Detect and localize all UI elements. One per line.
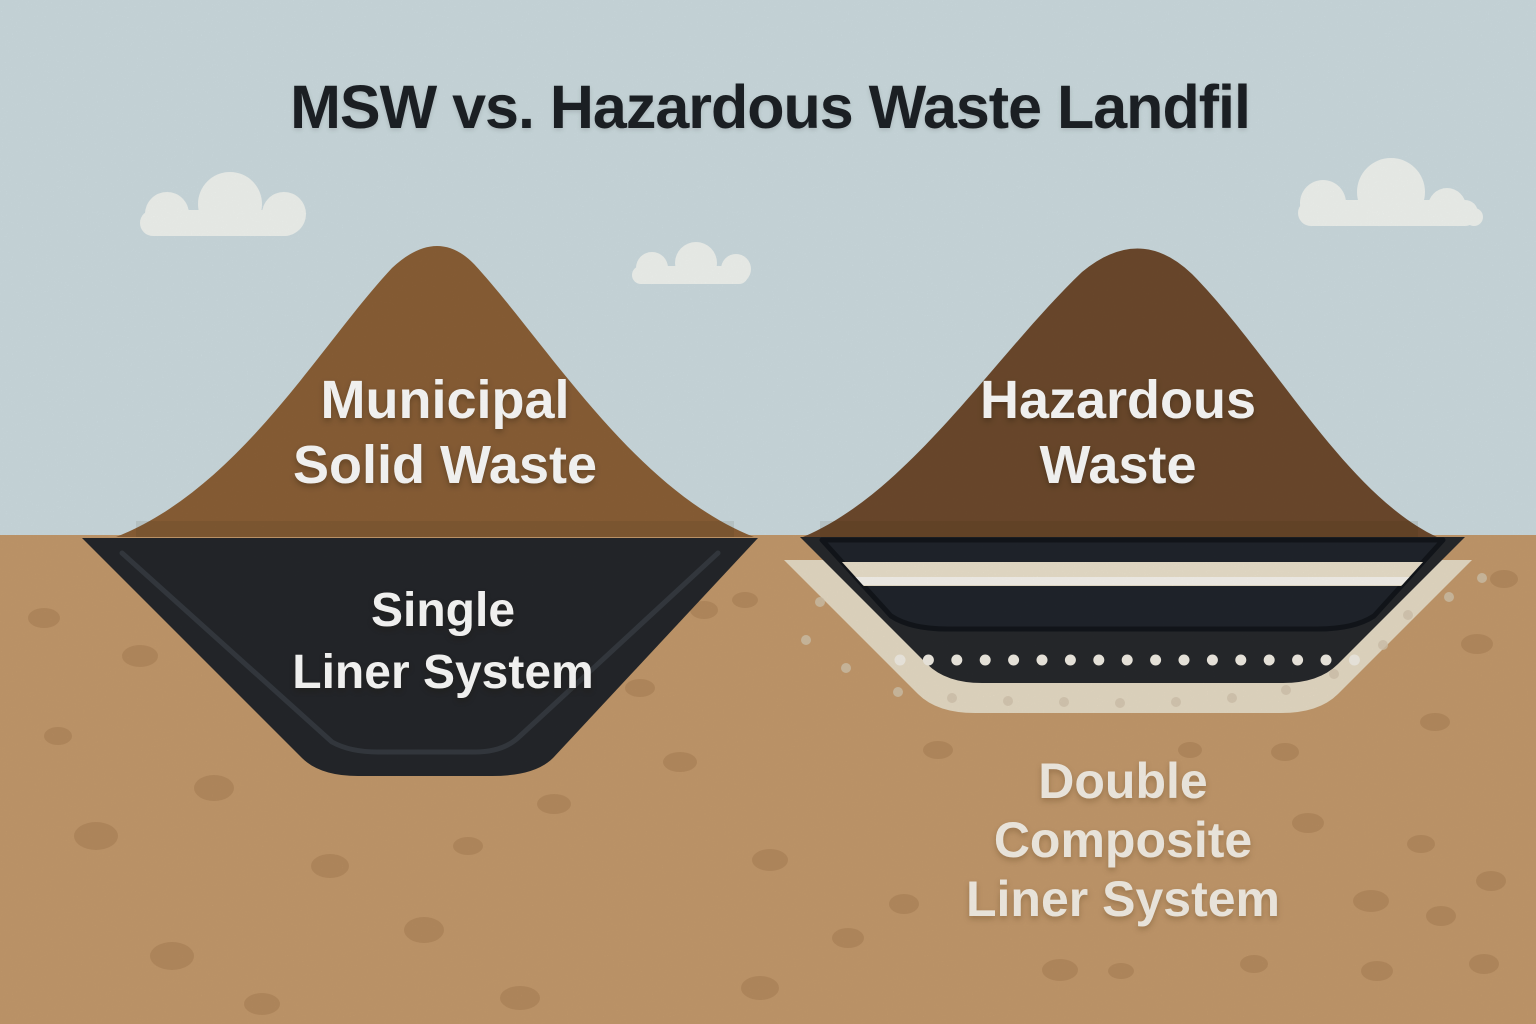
clay-speckle (1281, 685, 1291, 695)
clay-speckle (947, 693, 957, 703)
ground-spot (44, 727, 72, 745)
page-title: MSW vs. Hazardous Waste Landfil (290, 73, 1250, 141)
ground-spot (150, 942, 194, 970)
ground-spot (663, 752, 697, 772)
leachate-dot (1348, 654, 1360, 666)
leachate-dot (894, 654, 906, 666)
ground-spot (404, 917, 444, 943)
ground-spot (1476, 871, 1506, 891)
ground-spot (311, 854, 349, 878)
ground-spot (625, 679, 655, 697)
ground-spot (889, 894, 919, 914)
hazw-mound-base-shadow (820, 521, 1418, 537)
ground-spot (453, 837, 483, 855)
single-liner-line2: Liner System (292, 646, 593, 699)
ground-spot (500, 986, 540, 1010)
clay-speckle (1171, 697, 1181, 707)
clay-speckle (1403, 610, 1413, 620)
ground-spot (1420, 713, 1450, 731)
ground-spot (923, 741, 953, 759)
clay-speckle (841, 663, 851, 673)
leachate-dot (1150, 654, 1162, 666)
clay-speckle (1444, 592, 1454, 602)
ground-spot (244, 993, 280, 1015)
ground-spot (1271, 743, 1299, 761)
ground-spot (74, 822, 118, 850)
ground-spot (122, 645, 158, 667)
clay-speckle (1227, 693, 1237, 703)
leachate-dot (1121, 654, 1133, 666)
double-liner-line2: Composite (994, 812, 1252, 868)
geotextile-stripe-group (822, 562, 1443, 586)
ground-spot (1108, 963, 1134, 979)
ground-spot (1240, 955, 1268, 973)
leachate-dot (1178, 654, 1190, 666)
leachate-dot (1008, 654, 1020, 666)
hazw-label-line2: Waste (1039, 435, 1196, 495)
clay-speckle (1115, 698, 1125, 708)
leachate-dot (1263, 654, 1275, 666)
leachate-dot (951, 654, 963, 666)
leachate-dot (1036, 654, 1048, 666)
ground-spot (1461, 634, 1493, 654)
hazw-label-line1: Hazardous (980, 370, 1256, 430)
msw-mound-base-shadow (136, 521, 734, 537)
leachate-dot (979, 654, 991, 666)
double-liner-line3: Liner System (966, 871, 1280, 927)
ground-spot (752, 849, 788, 871)
clay-speckle (1329, 669, 1339, 679)
leachate-dot (1235, 654, 1247, 666)
ground-spot (1407, 835, 1435, 853)
ground-spot (1469, 954, 1499, 974)
ground-spot (28, 608, 60, 628)
leachate-dot (922, 654, 934, 666)
ground-spot (194, 775, 234, 801)
ground-spot (537, 794, 571, 814)
ground-spot (1042, 959, 1078, 981)
ground-spot (741, 976, 779, 1000)
ground-spot (1361, 961, 1393, 981)
ground-spot (732, 592, 758, 608)
leachate-dot (1320, 654, 1332, 666)
clay-speckle (1378, 640, 1388, 650)
clay-speckle (1059, 697, 1069, 707)
clay-speckle (815, 597, 825, 607)
ground-spot (1292, 813, 1324, 833)
clay-speckle (893, 687, 903, 697)
ground-spot (832, 928, 864, 948)
leachate-dot (1064, 654, 1076, 666)
clay-speckle (1477, 573, 1487, 583)
clay-speckle (1003, 696, 1013, 706)
ground-spot (1490, 570, 1518, 588)
leachate-dot (1206, 654, 1218, 666)
msw-label-line1: Municipal (320, 370, 569, 430)
geotextile-stripe-highlight (822, 577, 1443, 585)
single-liner-line1: Single (371, 584, 515, 637)
leachate-dot (1093, 654, 1105, 666)
msw-label-line2: Solid Waste (293, 435, 597, 495)
ground-spot (1426, 906, 1456, 926)
leachate-dot (1292, 654, 1304, 666)
clay-speckle (801, 635, 811, 645)
ground-spot (1353, 890, 1389, 912)
double-liner-line1: Double (1038, 753, 1207, 809)
